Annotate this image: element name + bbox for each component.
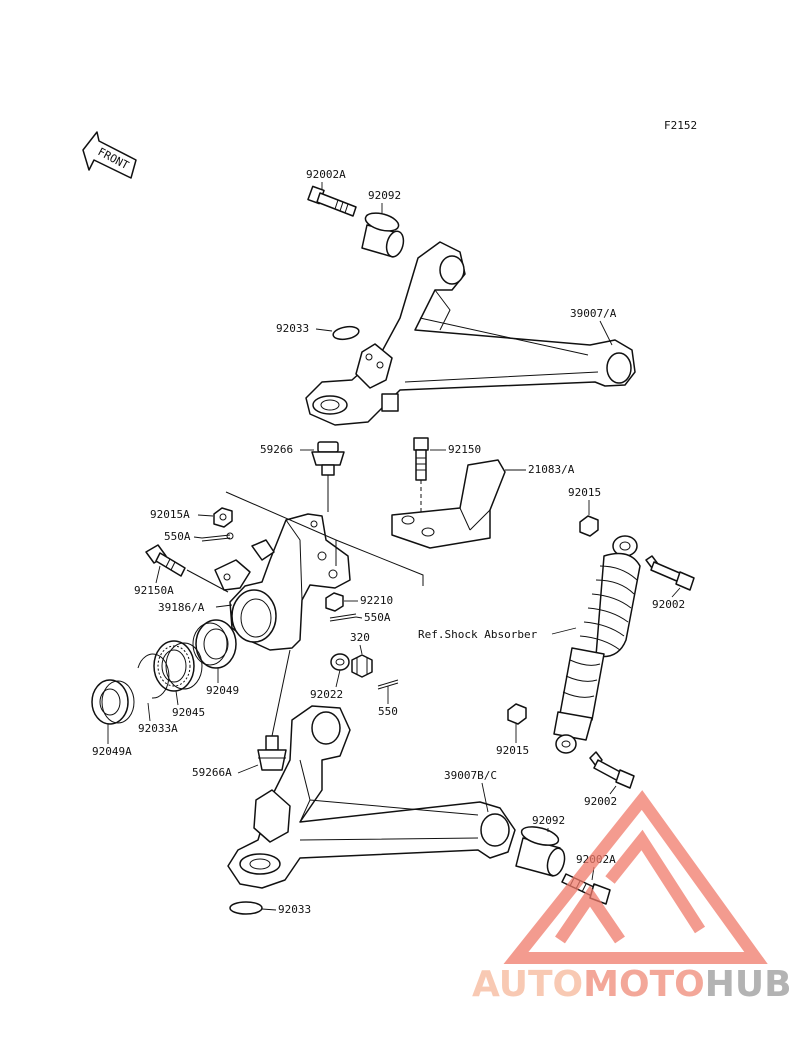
label-92002a-top: 92002A bbox=[306, 168, 346, 181]
figure-code: F2152 bbox=[664, 119, 697, 132]
nut-92015-lower bbox=[507, 703, 527, 725]
label-92049: 92049 bbox=[206, 684, 239, 697]
label-92015-right: 92015 bbox=[568, 486, 601, 499]
lower-a-arm bbox=[227, 705, 516, 889]
watermark-triangle-icon bbox=[503, 790, 768, 964]
label-320: 320 bbox=[350, 631, 370, 644]
label-92002-lower: 92002 bbox=[584, 795, 617, 808]
label-92049a: 92049A bbox=[92, 745, 132, 758]
label-92022: 92022 bbox=[310, 688, 343, 701]
label-92002-right: 92002 bbox=[652, 598, 685, 611]
label-21083a: 21083/A bbox=[528, 463, 575, 476]
bearing-92049 bbox=[192, 619, 237, 669]
ball-joint-59266a bbox=[257, 735, 287, 771]
bushing-92092-bottom bbox=[515, 826, 566, 877]
watermark-moto: MOTO bbox=[583, 964, 705, 1005]
cotter-pin-550a-left bbox=[201, 532, 234, 542]
nut-92015-right bbox=[579, 515, 599, 537]
upper-a-arm bbox=[305, 241, 636, 426]
ball-joint-guide bbox=[271, 649, 291, 737]
front-arrow-icon: FRONT bbox=[82, 131, 137, 179]
label-39007a: 39007/A bbox=[570, 307, 617, 320]
label-92092-top: 92092 bbox=[368, 189, 401, 202]
label-550a-left: 550A bbox=[164, 530, 191, 543]
alignment-guide bbox=[225, 491, 424, 586]
svg-text:AUTOMOTOHUB: AUTOMOTOHUB bbox=[472, 964, 792, 1005]
ball-joint-59266 bbox=[311, 441, 345, 512]
watermark-logo: AUTOMOTOHUB bbox=[472, 790, 792, 1005]
label-92045: 92045 bbox=[172, 706, 205, 719]
bracket-21083a bbox=[391, 459, 506, 549]
label-39007bc: 39007B/C bbox=[444, 769, 497, 782]
watermark-auto: AUTO bbox=[472, 964, 583, 1005]
label-92015-lower: 92015 bbox=[496, 744, 529, 757]
clip-92033-bottom bbox=[229, 901, 263, 915]
washer-92022 bbox=[330, 653, 350, 671]
steering-knuckle-39186a bbox=[214, 513, 351, 651]
label-92210: 92210 bbox=[360, 594, 393, 607]
seal-92049a bbox=[91, 679, 135, 725]
bolt-92002-right bbox=[645, 555, 695, 591]
cotter-pin-550a-right bbox=[329, 613, 357, 622]
label-550a-right: 550A bbox=[364, 611, 391, 624]
label-92033a: 92033A bbox=[138, 722, 178, 735]
label-59266: 59266 bbox=[260, 443, 293, 456]
label-92150a: 92150A bbox=[134, 584, 174, 597]
label-92150: 92150 bbox=[448, 443, 481, 456]
label-550: 550 bbox=[378, 705, 398, 718]
nut-92210 bbox=[325, 592, 344, 612]
bolt-92150a bbox=[145, 544, 229, 593]
label-92015a: 92015A bbox=[150, 508, 190, 521]
label-ref-shock-absorber: Ref.Shock Absorber bbox=[418, 628, 538, 641]
label-92092-bottom: 92092 bbox=[532, 814, 565, 827]
circlip-92033a bbox=[137, 653, 170, 699]
castle-nut-320 bbox=[351, 654, 373, 678]
bolt-92002a-top bbox=[307, 185, 357, 217]
bearing-92045 bbox=[153, 640, 203, 692]
bolt-92150 bbox=[413, 437, 429, 518]
label-92033-bottom: 92033 bbox=[278, 903, 311, 916]
nut-92015a bbox=[213, 507, 233, 528]
bolt-92002-lower bbox=[589, 751, 635, 789]
label-92033-top: 92033 bbox=[276, 322, 309, 335]
clip-92033-top bbox=[332, 325, 360, 341]
shock-absorber bbox=[553, 535, 641, 754]
bushing-92092-top bbox=[361, 212, 405, 258]
watermark-hub: HUB bbox=[705, 964, 792, 1005]
label-59266a: 59266A bbox=[192, 766, 232, 779]
label-39186a: 39186/A bbox=[158, 601, 205, 614]
